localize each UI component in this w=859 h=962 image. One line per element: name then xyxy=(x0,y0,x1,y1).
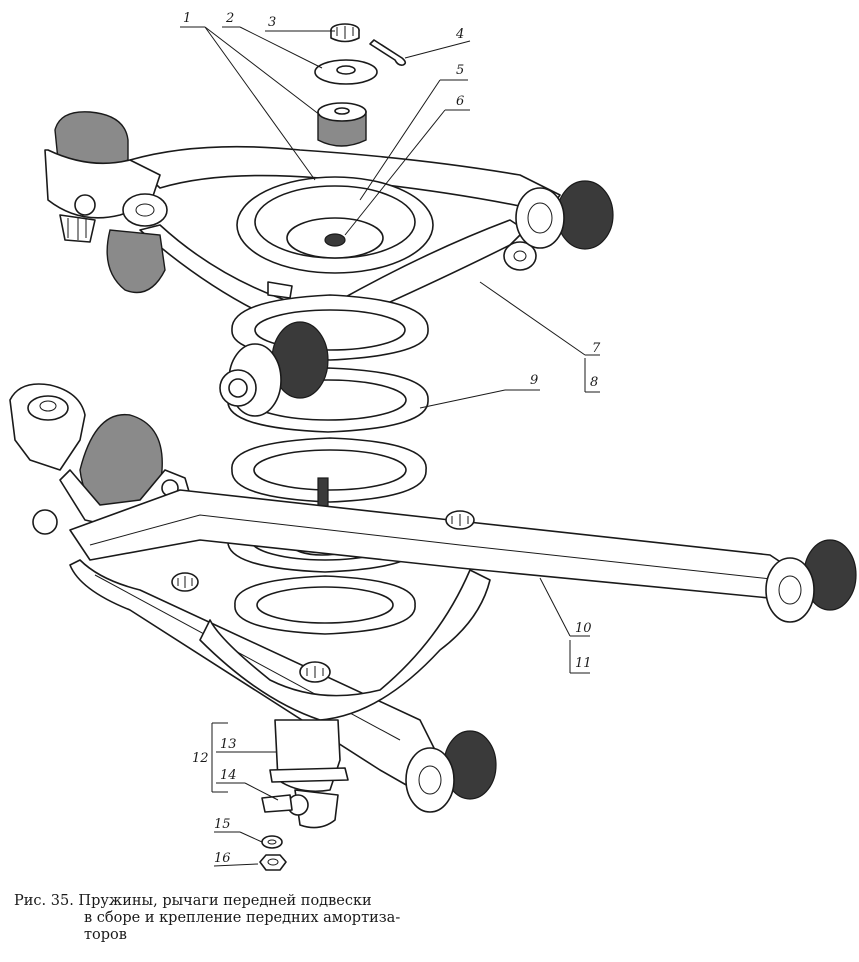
lower-arm-bushing-right xyxy=(765,539,857,623)
callout-1: 1 xyxy=(183,11,191,26)
callout-7: 7 xyxy=(592,341,601,356)
callout-8: 8 xyxy=(590,375,598,390)
callout-16: 16 xyxy=(214,851,231,866)
cotter-pin xyxy=(369,39,407,66)
callout-4: 4 xyxy=(455,27,464,42)
callout-6: 6 xyxy=(456,94,464,109)
hex-nut xyxy=(259,854,287,871)
caption-line-2: в сборе и крепление передних амортиза- xyxy=(84,910,401,926)
callout-3: 3 xyxy=(268,15,276,30)
lower-control-arm xyxy=(69,489,801,791)
callout-numbers: 1 2 3 4 5 6 7 8 9 10 11 12 13 14 15 16 xyxy=(183,11,601,866)
washer xyxy=(314,59,378,85)
steering-knuckle xyxy=(9,383,191,535)
callout-15: 15 xyxy=(214,817,231,832)
lower-arm-bushing-front xyxy=(405,730,497,813)
callout-9: 9 xyxy=(530,373,538,388)
lock-washer xyxy=(261,835,283,849)
callout-12: 12 xyxy=(192,751,209,766)
callout-13: 13 xyxy=(220,737,237,752)
callout-14: 14 xyxy=(220,768,237,783)
castle-nuts-lower xyxy=(171,510,475,683)
figure-caption: Рис. 35. Пружины, рычаги передней подвес… xyxy=(14,893,454,944)
caption-line-1: Рис. 35. Пружины, рычаги передней подвес… xyxy=(14,893,372,909)
shock-absorber-mount xyxy=(261,719,349,829)
caption-line-3: торов xyxy=(84,927,127,943)
callout-10: 10 xyxy=(575,621,592,636)
callout-2: 2 xyxy=(225,11,234,26)
rubber-pad-upper xyxy=(317,102,367,147)
upper-arm-bushing-left xyxy=(219,321,329,417)
callout-5: 5 xyxy=(456,63,464,78)
upper-ball-joint xyxy=(44,111,168,294)
callout-11: 11 xyxy=(575,656,592,671)
castle-nut-top xyxy=(330,23,360,43)
leader-lines xyxy=(180,26,600,867)
upper-spring-seat xyxy=(236,176,434,299)
upper-arm-bushing-right xyxy=(515,180,614,250)
